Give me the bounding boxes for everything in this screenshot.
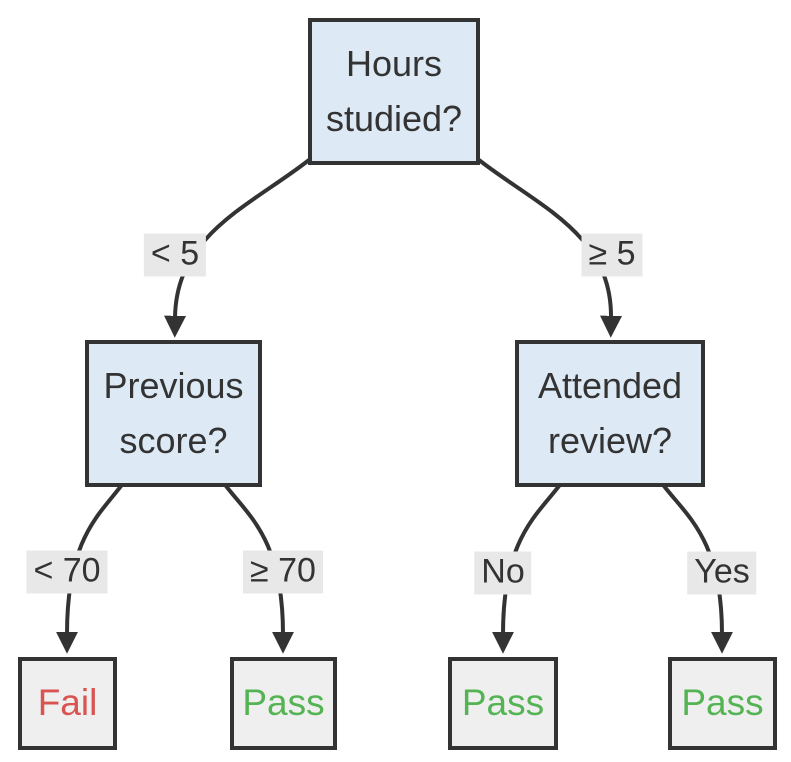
- node-attended-review-line1: Attended: [537, 364, 683, 406]
- edge-root-to-previous: [164, 158, 311, 338]
- node-hours-studied-line1: Hours: [345, 42, 443, 84]
- node-previous-score-line2: score?: [119, 419, 228, 461]
- edge-label-lt-70: < 70: [26, 550, 108, 594]
- leaf-pass-score-ge70: Pass: [230, 657, 337, 750]
- leaf-pass-review-no-label: Pass: [461, 682, 545, 724]
- edge-attended-yes-to-pass: [662, 484, 733, 654]
- node-previous-score-line1: Previous: [103, 364, 244, 406]
- node-attended-review-line2: review?: [547, 419, 673, 461]
- edge-previous-to-fail: [56, 484, 123, 654]
- edge-label-ge-5: ≥ 5: [581, 233, 643, 277]
- edge-label-yes: Yes: [687, 551, 757, 595]
- edge-label-lt-5: < 5: [143, 233, 207, 277]
- edge-label-no: No: [474, 551, 532, 595]
- leaf-pass-review-no: Pass: [448, 657, 558, 750]
- node-previous-score: Previous score?: [85, 340, 262, 487]
- leaf-fail-label: Fail: [37, 682, 98, 724]
- leaf-fail: Fail: [18, 657, 117, 750]
- edge-label-ge-70: ≥ 70: [243, 550, 323, 594]
- leaf-pass-score-ge70-label: Pass: [242, 682, 325, 724]
- leaf-pass-review-yes: Pass: [668, 657, 777, 750]
- edge-previous-to-pass: [224, 484, 294, 654]
- leaf-pass-review-yes-label: Pass: [681, 682, 764, 724]
- node-hours-studied-line2: studied?: [325, 97, 463, 139]
- edge-root-to-attended: [477, 158, 623, 338]
- node-attended-review: Attended review?: [515, 340, 705, 487]
- edge-attended-no-to-pass: [492, 484, 561, 654]
- node-hours-studied: Hours studied?: [308, 18, 480, 165]
